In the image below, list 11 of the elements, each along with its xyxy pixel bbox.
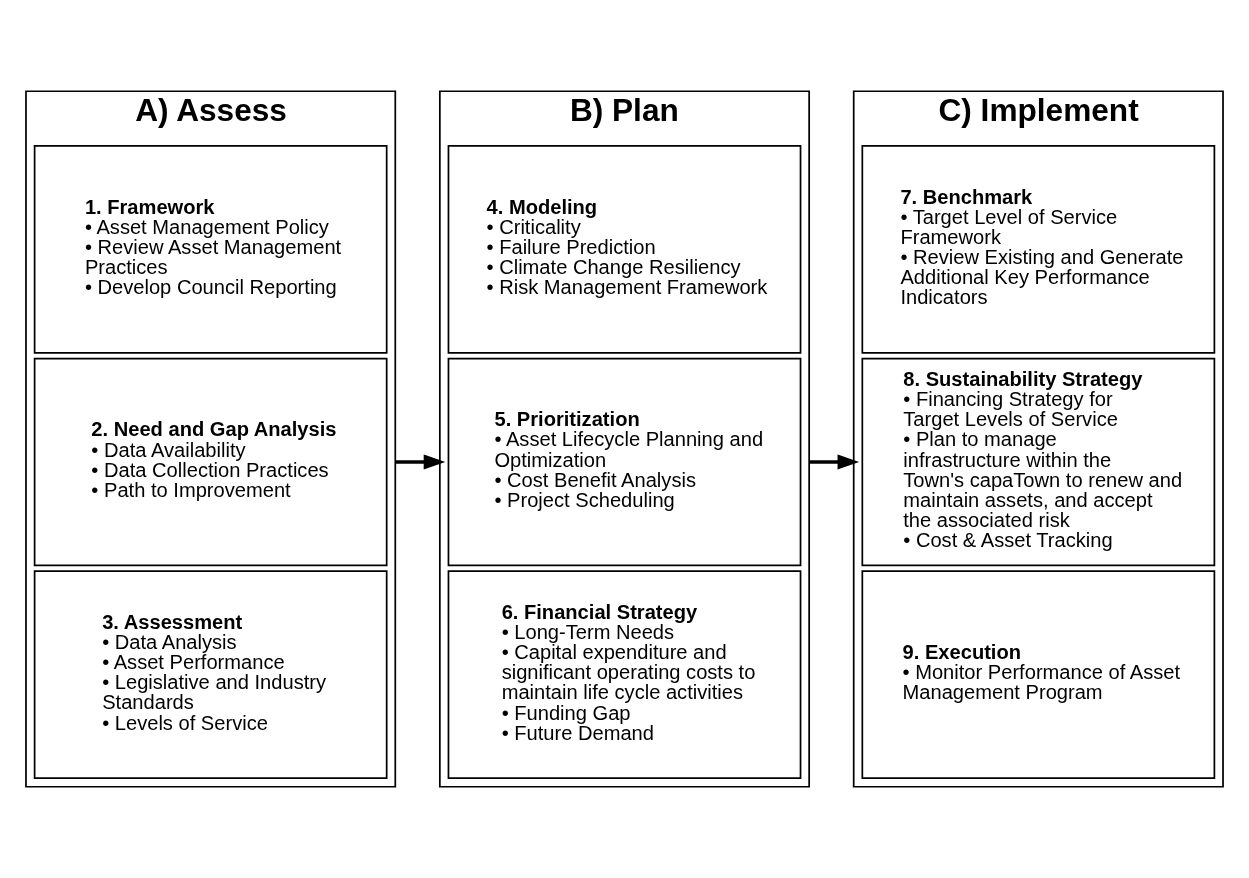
node-box: 2. Need and Gap Analysis • Data Availability • Data Collection Practices • Path to Improvement — [33, 357, 388, 567]
arrow — [395, 454, 446, 470]
node-box: 8. Sustainability Strategy • Financing Strategy for Target Levels of Service • Plan to manage infrastructure within the Town's capaTown to renew and maintain assets, and accept the associated risk • Cost & Asset Tracking — [861, 357, 1216, 567]
node-box: 6. Financial Strategy • Long-Term Needs • Capital expenditure and significant operating costs to maintain life cycle activities • Funding Gap • Future Demand — [447, 570, 802, 779]
node-box: 9. Execution • Monitor Performance of Asset Management Program — [861, 570, 1216, 779]
node-box: 1. Framework • Asset Management Policy • Review Asset Management Practices • Develop Council Reporting — [33, 145, 388, 354]
node-box: 4. Modeling • Criticality • Failure Prediction • Climate Change Resiliency • Risk Management Framework — [447, 145, 802, 354]
node-box: 3. Assessment • Data Analysis • Asset Performance • Legislative and Industry Standards • Levels of Service — [33, 570, 388, 779]
node-box: 7. Benchmark • Target Level of Service Framework • Review Existing and Generate Additional Key Performance Indicators — [861, 145, 1216, 354]
arrow — [809, 454, 860, 470]
node-box: 5. Prioritization • Asset Lifecycle Planning and Optimization • Cost Benefit Analysis • Project Scheduling — [447, 357, 802, 567]
